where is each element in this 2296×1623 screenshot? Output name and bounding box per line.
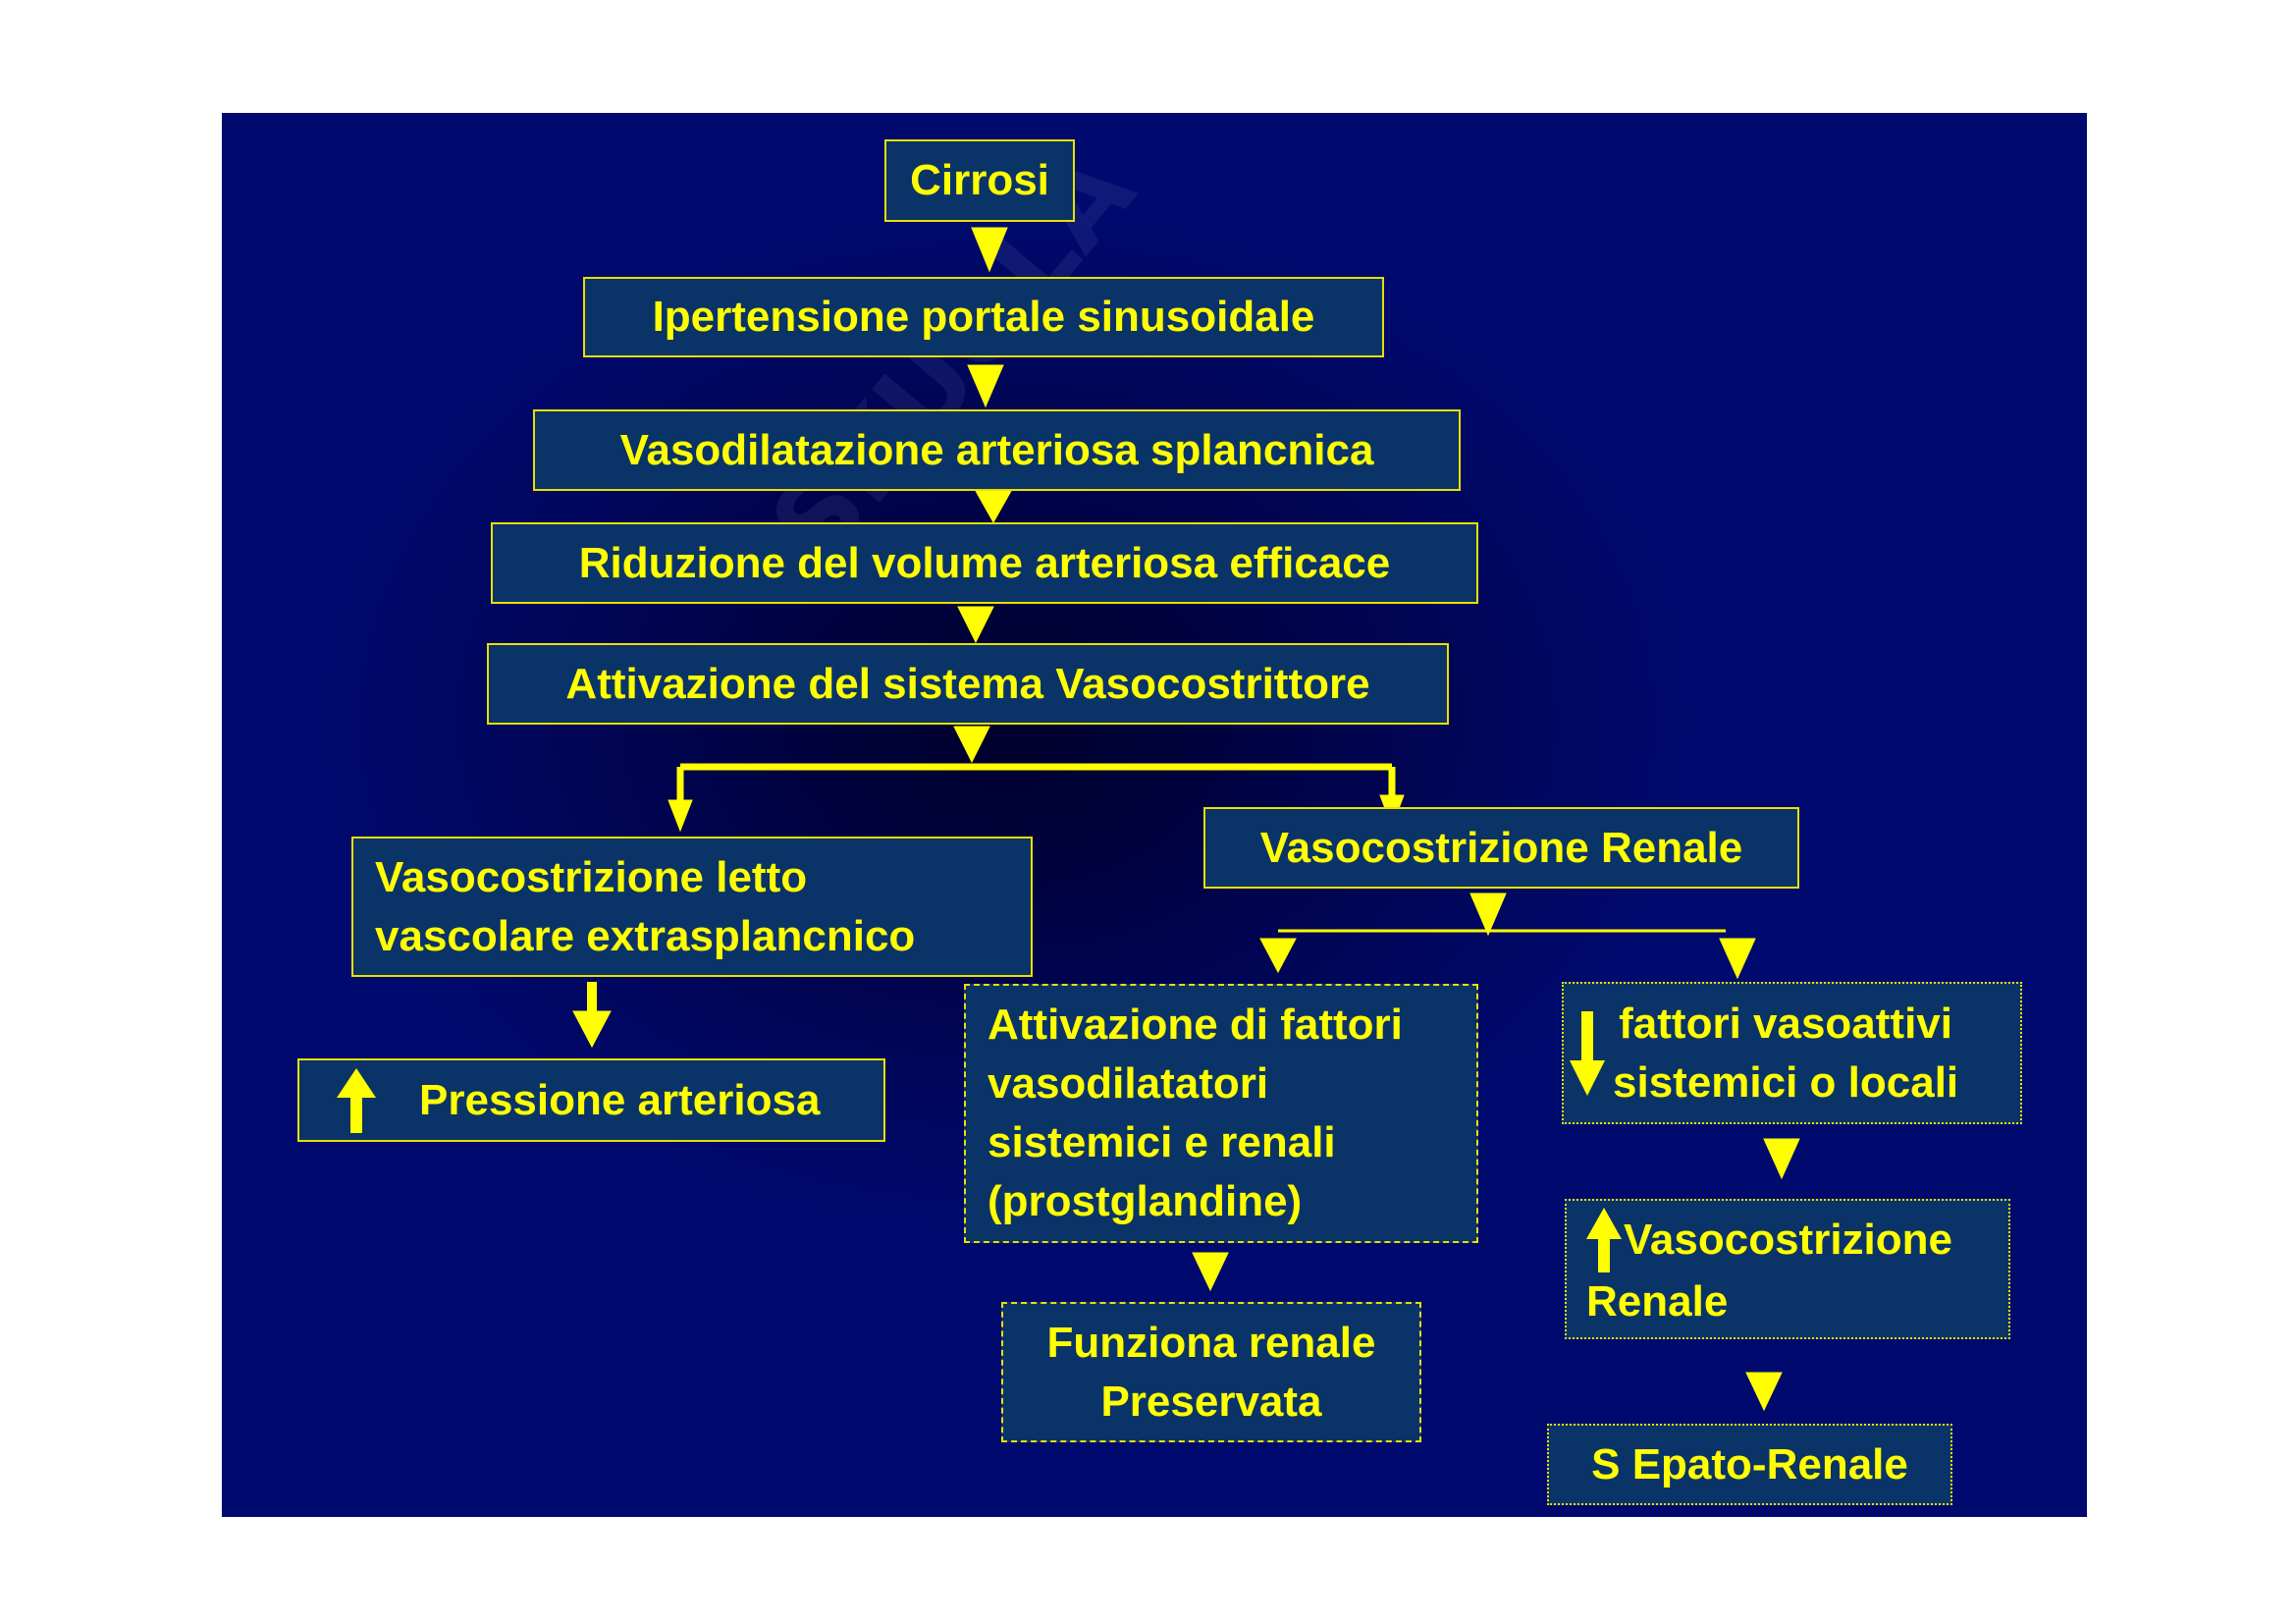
node-label: Cirrosi	[910, 156, 1049, 204]
node-label: fattori vasoattivi	[1619, 999, 1953, 1048]
arrow-down-icon	[1570, 1010, 1605, 1096]
node-vasodilatazione: Vasodilatazione arteriosa splancnica	[533, 409, 1461, 491]
node-label: Funziona renale	[1046, 1318, 1376, 1367]
node-ipertensione: Ipertensione portale sinusoidale	[583, 277, 1384, 357]
node-vasocostrizione-renale-aumentata: Vasocostrizione Renale	[1565, 1199, 2010, 1339]
node-label: Vasocostrizione Renale	[1259, 823, 1743, 872]
arrow-down-icon	[1469, 893, 1507, 937]
node-sindrome-epato-renale: S Epato-Renale	[1547, 1424, 1952, 1505]
node-label: Attivazione di fattori	[988, 1001, 1403, 1049]
arrow-up-icon	[1586, 1207, 1622, 1272]
node-label: sistemici e renali	[988, 1118, 1336, 1166]
arrow-down-icon	[572, 1010, 612, 1049]
arrow-down-icon	[975, 490, 1012, 524]
node-label: Vasocostrizione	[1624, 1215, 1953, 1264]
node-label: (prostglandine)	[988, 1177, 1303, 1225]
node-pressione: Pressione arteriosa	[297, 1058, 885, 1142]
node-fattori-vasoattivi: fattori vasoattivi sistemici o locali	[1562, 982, 2022, 1124]
node-label: Vasodilatazione arteriosa splancnica	[619, 425, 1374, 474]
arrow-down-icon	[1745, 1372, 1783, 1412]
arrow-down-icon	[1259, 938, 1297, 974]
node-funziona-renale: Funziona renale Preservata	[1001, 1302, 1421, 1442]
arrow-down-icon	[967, 364, 1004, 408]
node-label: Pressione arteriosa	[419, 1075, 821, 1124]
arrow-down-icon	[1192, 1252, 1229, 1292]
arrow-up-icon	[337, 1067, 376, 1133]
node-attivazione: Attivazione del sistema Vasocostrittore	[487, 643, 1449, 725]
arrow-down-icon	[667, 799, 693, 833]
arrow-down-icon	[971, 227, 1008, 273]
node-cirrosi: Cirrosi	[884, 139, 1075, 222]
node-fattori-vasodilatatori: Attivazione di fattori vasodilatatori si…	[964, 984, 1478, 1243]
arrow-down-icon	[1719, 938, 1756, 980]
node-vasocostrizione-letto: Vasocostrizione letto vascolare extraspl…	[351, 837, 1033, 977]
arrow-down-icon	[957, 606, 994, 644]
node-label: vascolare extrasplancnico	[375, 911, 916, 960]
node-label: Attivazione del sistema Vasocostrittore	[565, 659, 1370, 708]
node-label: sistemici o locali	[1613, 1057, 1959, 1107]
arrow-down-icon	[953, 726, 990, 764]
node-vasocostrizione-renale: Vasocostrizione Renale	[1203, 807, 1799, 889]
node-label: Riduzione del volume arteriosa efficace	[578, 538, 1391, 587]
node-label: vasodilatatori	[988, 1059, 1269, 1108]
arrow-down-icon	[1763, 1138, 1800, 1180]
node-riduzione: Riduzione del volume arteriosa efficace	[491, 522, 1478, 604]
node-label: S Epato-Renale	[1591, 1439, 1908, 1488]
node-label: Preservata	[1100, 1377, 1322, 1426]
node-label: Ipertensione portale sinusoidale	[652, 293, 1315, 341]
node-label: Renale	[1586, 1276, 1729, 1325]
node-label: Vasocostrizione letto	[375, 852, 808, 901]
